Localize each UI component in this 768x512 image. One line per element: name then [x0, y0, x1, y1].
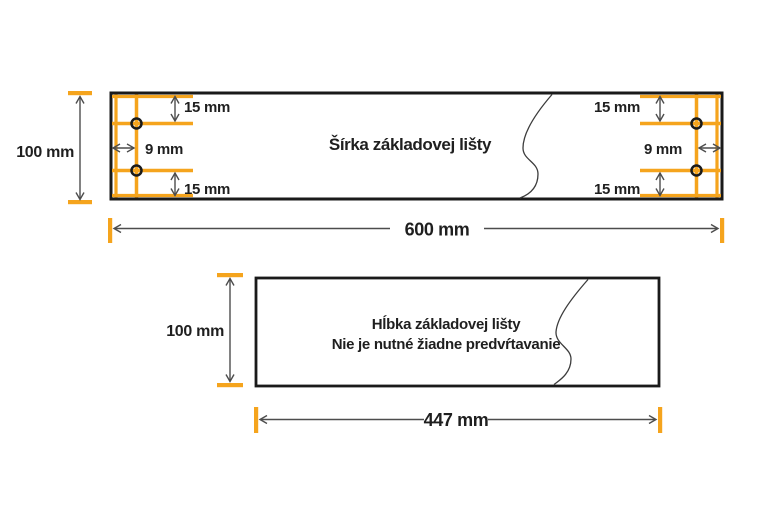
drill-hole-bottom-right — [690, 164, 703, 177]
dim-tick-right — [720, 218, 725, 243]
dim-tick-top — [217, 273, 243, 278]
bottom-view-title-line2: Nie je nutné žiadne predvŕtavanie — [332, 336, 561, 353]
drill-hole-top-left — [130, 117, 143, 130]
top-view-width-dimension: 600 mm — [108, 218, 725, 243]
dim-tick-left — [254, 407, 259, 433]
dim-tick-bottom — [68, 200, 92, 205]
dim-label-height: 100 mm — [16, 144, 74, 161]
drill-hole-top-right — [690, 117, 703, 130]
break-line-bottom-view — [553, 279, 589, 386]
bottom-view: Hĺbka základovej lišty Nie je nutné žiad… — [166, 273, 663, 433]
bottom-view-strip-outline — [254, 276, 661, 388]
dim-label-15mm-bottom-left: 15 mm — [184, 181, 230, 198]
dim-label-width: 600 mm — [405, 220, 470, 240]
dim-label-width: 447 mm — [424, 410, 489, 430]
dim-label-15mm-top-right: 15 mm — [594, 99, 640, 116]
dim-label-15mm-bottom-right: 15 mm — [594, 181, 640, 198]
dim-tick-top — [68, 91, 92, 96]
bottom-view-width-dimension: 447 mm — [254, 407, 663, 433]
dim-tick-bottom — [217, 383, 243, 388]
dim-tick-right — [658, 407, 663, 433]
dim-label-15mm-top-left: 15 mm — [184, 99, 230, 116]
dim-label-height: 100 mm — [166, 323, 224, 340]
dim-label-9mm-left: 9 mm — [145, 141, 183, 158]
drill-hole-bottom-left — [130, 164, 143, 177]
top-view-height-dimension: 100 mm — [16, 91, 92, 205]
dim-label-9mm-right: 9 mm — [644, 141, 682, 158]
bottom-view-title-line1: Hĺbka základovej lišty — [372, 315, 521, 333]
top-view-strip-outline — [109, 91, 724, 201]
bottom-view-height-dimension: 100 mm — [166, 273, 243, 388]
top-view: Šírka základovej lišty 15 mm 9 mm 15 mm … — [16, 91, 725, 243]
dim-tick-left — [108, 218, 113, 243]
top-view-title: Šírka základovej lišty — [329, 135, 492, 154]
break-line-top-view — [519, 94, 553, 199]
